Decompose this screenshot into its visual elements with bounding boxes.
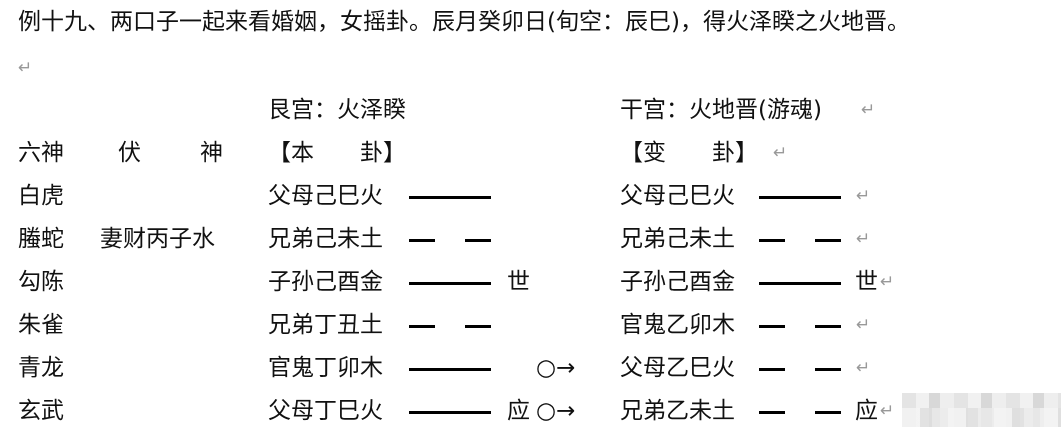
yin-line-segment (759, 325, 785, 328)
liushen-cell: 白虎 (18, 183, 64, 209)
liushen-cell: 螣蛇 (18, 226, 64, 252)
yang-line-segment (409, 282, 491, 285)
yin-line-segment (815, 368, 841, 371)
bian-shiying-mark: 世 (855, 269, 878, 295)
change-mark: ○→ (536, 398, 576, 424)
ben-shiying-mark: 应 (507, 398, 530, 424)
yang-line-segment (409, 411, 491, 414)
bian-yao-line (759, 368, 841, 371)
change-mark: ○→ (536, 355, 576, 381)
bian-yao-label: 父母己巳火 (620, 183, 735, 209)
yin-line-segment (815, 239, 841, 242)
bian-shiying-mark: 应 (855, 398, 878, 424)
ben-palace-heading: 艮宫：火泽睽 (268, 97, 406, 123)
ben-yao-label: 兄弟丁丑土 (268, 312, 383, 338)
bian-yao-label: 父母乙巳火 (620, 355, 735, 381)
return-mark-icon: ↵ (880, 272, 895, 292)
ben-gua-header: 【本 卦】 (268, 140, 406, 166)
bian-yao-line (759, 239, 841, 242)
yin-line-segment (409, 325, 435, 328)
yang-line-segment (759, 282, 841, 285)
fushen-header-1: 伏 (118, 140, 141, 166)
ben-yao-line (409, 368, 491, 371)
yin-line-segment (465, 239, 491, 242)
ben-yao-line (409, 282, 491, 285)
bian-gua-header: 【变 卦】 (620, 140, 758, 166)
yin-line-segment (815, 411, 841, 414)
bian-yao-label: 兄弟乙未土 (620, 398, 735, 424)
fushen-header-2: 神 (200, 140, 223, 166)
return-mark-icon: ↵ (18, 58, 33, 78)
return-mark-icon: ↵ (773, 143, 788, 163)
title: 例十九、两口子一起来看婚姻，女摇卦。辰月癸卯日(旬空：辰巳)，得火泽睽之火地晋。 (18, 9, 910, 35)
bian-yao-line (759, 411, 841, 414)
ben-yao-label: 父母己巳火 (268, 183, 383, 209)
yin-line-segment (815, 325, 841, 328)
ben-shiying-mark: 世 (507, 269, 530, 295)
watermark-overlay (902, 408, 1061, 427)
bian-palace-heading: 干宫：火地晋(游魂) (620, 97, 822, 123)
bian-yao-label: 子孙己酉金 (620, 269, 735, 295)
yin-line-segment (409, 239, 435, 242)
ben-yao-label: 子孙己酉金 (268, 269, 383, 295)
ben-yao-label: 兄弟己未土 (268, 226, 383, 252)
return-mark-icon: ↵ (856, 358, 871, 378)
return-mark-icon: ↵ (861, 100, 876, 120)
ben-yao-line (409, 325, 491, 328)
yin-line-segment (759, 239, 785, 242)
yang-line-segment (409, 196, 491, 199)
yin-line-segment (465, 325, 491, 328)
return-mark-icon: ↵ (880, 401, 895, 421)
return-mark-icon: ↵ (856, 229, 871, 249)
ben-yao-line (409, 196, 491, 199)
fushen-cell: 妻财丙子水 (100, 226, 215, 252)
ben-yao-line (409, 239, 491, 242)
liushen-cell: 玄武 (18, 398, 64, 424)
return-mark-icon: ↵ (856, 315, 871, 335)
return-mark-icon: ↵ (856, 186, 871, 206)
yin-line-segment (759, 368, 785, 371)
bian-yao-line (759, 196, 841, 199)
liushen-cell: 朱雀 (18, 312, 64, 338)
ben-yao-line (409, 411, 491, 414)
liushen-cell: 勾陈 (18, 269, 64, 295)
bian-yao-label: 官鬼乙卯木 (620, 312, 735, 338)
liushen-cell: 青龙 (18, 355, 64, 381)
ben-yao-label: 官鬼丁卯木 (268, 355, 383, 381)
ben-yao-label: 父母丁巳火 (268, 398, 383, 424)
bian-yao-label: 兄弟己未土 (620, 226, 735, 252)
yin-line-segment (759, 411, 785, 414)
yang-line-segment (409, 368, 491, 371)
yang-line-segment (759, 196, 841, 199)
bian-yao-line (759, 282, 841, 285)
bian-yao-line (759, 325, 841, 328)
liushen-header: 六神 (18, 140, 64, 166)
